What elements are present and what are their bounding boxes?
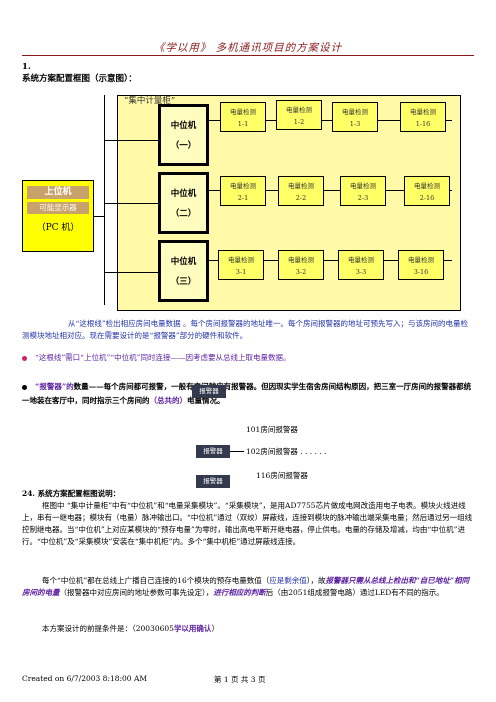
meter-title: 电量检测 [228, 256, 254, 264]
bus-to-mid3 [104, 272, 158, 273]
alarm-text-d: （总共的） [149, 396, 188, 405]
meter-box: 电量检测 2-1 [220, 176, 266, 206]
bullet-dot-icon [22, 355, 27, 361]
meter-id: 1-1 [237, 120, 249, 128]
meter-title: 电量检测 [408, 256, 434, 264]
middle-machine-index: （一） [170, 141, 197, 151]
broadcast-text-b: 应是剩余值 [269, 576, 307, 585]
meter-title: 电量检测 [286, 106, 312, 114]
header-rule [22, 55, 474, 56]
meter-box: 电量检测 3-3 [338, 250, 384, 280]
paragraph-wire-description: 从“这根线”检出相应房间电量数据 。每个房间报警器的地址唯一。每个房间报警器的地… [22, 319, 469, 340]
paragraph-explanation: 框图中 “集中计量柜”中有“中位机”和“电量采集模块”。“采集模块”，是用AD7… [22, 501, 473, 546]
section-24-title: 24. 系统方案配置框图说明： [22, 489, 121, 498]
meter-id: 2-16 [419, 194, 435, 202]
pc-bus-link [94, 216, 104, 217]
meter-box: 电量检测 1-16 [400, 102, 446, 132]
alarm-device-box: 报警器 [196, 445, 230, 458]
premise-text-a: 本方案设计的前提条件是：（20030605 [42, 624, 174, 633]
meter-box: 电量检测 1-2 [276, 100, 322, 130]
meter-id: 3-16 [413, 268, 429, 276]
bus-line-row2 [209, 190, 452, 191]
middle-machine-2: 中位机 （二） [158, 172, 209, 234]
meter-title: 电量检测 [348, 256, 374, 264]
meter-id: 1-3 [349, 120, 361, 128]
meter-id: 2-3 [357, 194, 369, 202]
alarm-room-label: 101房间报警器 [246, 425, 298, 434]
alarm-room-label: 102房间报警器 . . . . . . [246, 447, 327, 456]
meter-id: 3-1 [235, 268, 247, 276]
bus-line-row1 [209, 120, 452, 121]
meter-box: 电量检测 3-16 [398, 250, 444, 280]
concentrator-cabinet-label: “集中计量柜” [124, 96, 176, 106]
meter-box: 电量检测 1-3 [332, 102, 378, 132]
premise-text-c: ） [211, 624, 219, 633]
broadcast-text-c: ），故 [306, 576, 326, 585]
pc-host-label: （PC 机） [36, 223, 80, 233]
middle-machine-index: （二） [170, 209, 197, 219]
meter-title: 电量检测 [288, 256, 314, 264]
bus-line-row3 [209, 260, 452, 261]
broadcast-text-a: 每个“中位机”都在总线上广播自己连接的16个模块的预存电量数值（ [42, 576, 270, 585]
broadcast-text-g: 后（由2051组成报警电路）通过LED有不同的指示。 [265, 588, 444, 597]
pc-host-subtitle: 可能显示器 [27, 202, 89, 214]
paragraph-premise: 本方案设计的前提条件是：（20030605学以用确认） [22, 623, 474, 635]
alarm-text-e: 电量情况。 [187, 396, 225, 405]
section-title: 系统方案配置框图（示意图）： [22, 74, 137, 84]
alarm-device-box: 报警器 [192, 385, 226, 398]
middle-machine-3: 中位机 （三） [158, 240, 209, 302]
meter-title: 电量检测 [342, 108, 368, 116]
meter-box: 电量检测 2-3 [340, 176, 386, 206]
meter-title: 电量检测 [230, 182, 256, 190]
pc-host-title: 上位机 [27, 186, 89, 199]
meter-id: 3-3 [355, 268, 367, 276]
meter-id: 1-2 [293, 118, 305, 126]
middle-machine-name: 中位机 [170, 257, 197, 267]
middle-machine-index: （三） [170, 277, 197, 287]
bullet-item-alarm: “报警器”的数量——每个房间都可报警，一般有房间就应有报警器。但因现实学生宿舍房… [22, 380, 474, 408]
bus-to-mid2 [104, 203, 158, 204]
meter-box: 电量检测 3-2 [278, 250, 324, 280]
footer-page-number: 第 1 页 共 3 页 [214, 675, 266, 684]
meter-title: 电量检测 [410, 108, 436, 116]
meter-id: 2-2 [295, 194, 307, 202]
bullet-item: “这根线”需口“上位机”“中位机”同时连接——因考虑要从总线上取电量数据。 [22, 352, 474, 364]
bus-to-mid1 [104, 140, 158, 141]
meter-id: 1-16 [415, 120, 431, 128]
page-header-title: 《学以用》 多机通讯项目的方案设计 [153, 42, 343, 54]
section-number: 1. [22, 62, 31, 72]
bus-vertical-line [104, 95, 105, 305]
middle-machine-name: 中位机 [170, 189, 197, 199]
alarm-highlight: “报警器”的 [35, 382, 74, 391]
pc-host-box: 上位机 可能显示器 （PC 机） [22, 180, 94, 252]
broadcast-text-d: 报警器只需从总线上检出和“自已地址”相同房间的电量 [22, 576, 470, 597]
alarm-connector [230, 451, 244, 452]
bullet-dot-icon [22, 384, 27, 390]
meter-title: 电量检测 [414, 182, 440, 190]
alarm-text-b: 数量——每个房间都可 [73, 382, 149, 391]
meter-id: 2-1 [237, 194, 249, 202]
broadcast-text-f: 进行相应的判断 [213, 588, 266, 597]
meter-title: 电量检测 [350, 182, 376, 190]
middle-machine-name: 中位机 [170, 121, 197, 131]
meter-box: 电量检测 1-1 [220, 102, 266, 132]
premise-text-b: 学以用确认 [173, 624, 212, 633]
alarm-text-c: 报警，一般有房间就应有报警器。但因现实学生宿舍房间结构原因，把三室一厅房间的报警… [22, 382, 472, 405]
broadcast-text-e: （报警器中对应房间的地址参数可事先设定）， [59, 588, 214, 597]
alarm-device-box: 报警器 [196, 475, 230, 488]
meter-box: 电量检测 2-2 [278, 176, 324, 206]
paragraph-broadcast: 每个“中位机”都在总线上广播自己连接的16个模块的预存电量数值（应是剩余值），故… [22, 575, 474, 599]
middle-machine-1: 中位机 （一） [158, 104, 209, 166]
meter-title: 电量检测 [230, 108, 256, 116]
meter-box: 电量检测 2-16 [404, 176, 450, 206]
meter-title: 电量检测 [288, 182, 314, 190]
meter-id: 3-2 [295, 268, 307, 276]
alarm-room-label: 116房间报警器 [256, 471, 308, 480]
meter-box: 电量检测 3-1 [218, 250, 264, 280]
bullet-text: “这根线”需口“上位机”“中位机”同时连接——因考虑要从总线上取电量数据。 [35, 353, 291, 362]
footer-created: Created on 6/7/2003 8:18:00 AM [22, 674, 148, 683]
